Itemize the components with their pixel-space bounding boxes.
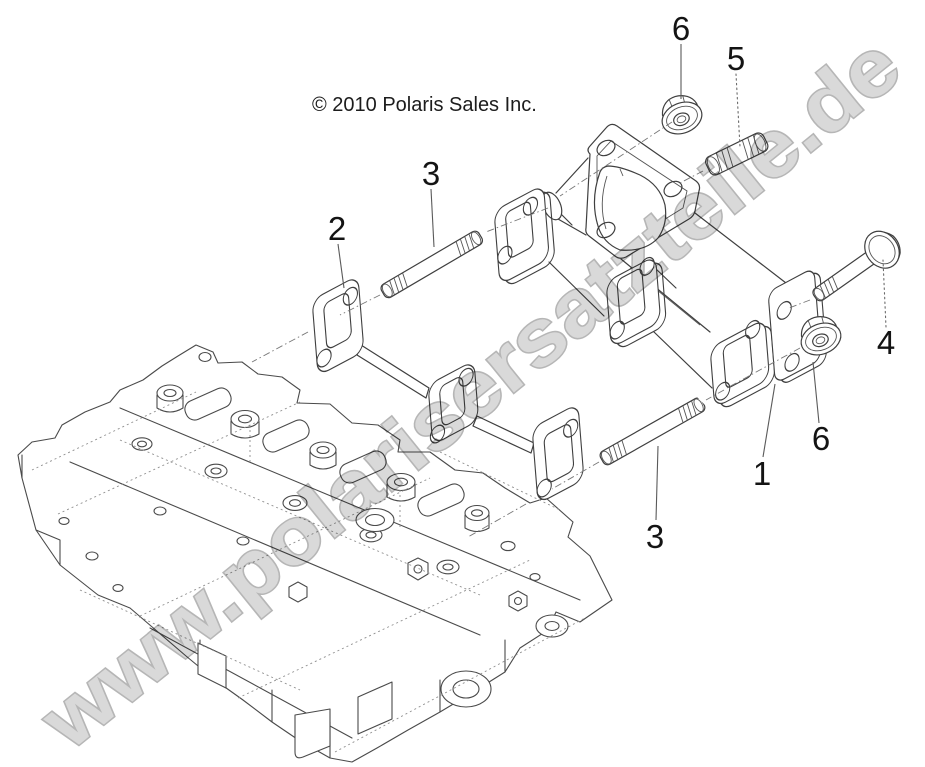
flange-nut-upper bbox=[661, 95, 703, 135]
exhaust-gasket bbox=[312, 279, 584, 501]
callout-5: 5 bbox=[727, 40, 745, 77]
leader-3-upper bbox=[430, 188, 435, 248]
callout-2: 2 bbox=[328, 210, 346, 247]
stud-lower bbox=[599, 397, 706, 466]
copyright-text: © 2010 Polaris Sales Inc. bbox=[312, 94, 537, 116]
exhaust-manifold bbox=[492, 123, 827, 412]
leader-2 bbox=[337, 243, 345, 289]
stud-upper bbox=[380, 230, 484, 299]
callouts: 6 5 3 2 4 6 1 3 bbox=[328, 10, 895, 555]
callout-6-right: 6 bbox=[812, 420, 830, 457]
callout-4: 4 bbox=[877, 324, 895, 361]
leader-3-lower bbox=[655, 445, 659, 521]
leader-4 bbox=[882, 259, 887, 328]
cylinder-head bbox=[17, 344, 613, 763]
callout-6-top: 6 bbox=[672, 10, 690, 47]
leader-6-right bbox=[812, 361, 820, 424]
callout-3-upper: 3 bbox=[422, 155, 440, 192]
assembly-axes bbox=[251, 121, 811, 538]
short-stud bbox=[705, 132, 769, 176]
leader-5 bbox=[735, 73, 741, 148]
callout-3-lower: 3 bbox=[646, 518, 664, 555]
flange-bolt bbox=[812, 230, 901, 302]
flange-nut-right bbox=[800, 316, 842, 356]
callout-1: 1 bbox=[753, 455, 771, 492]
leader-1 bbox=[762, 383, 776, 458]
